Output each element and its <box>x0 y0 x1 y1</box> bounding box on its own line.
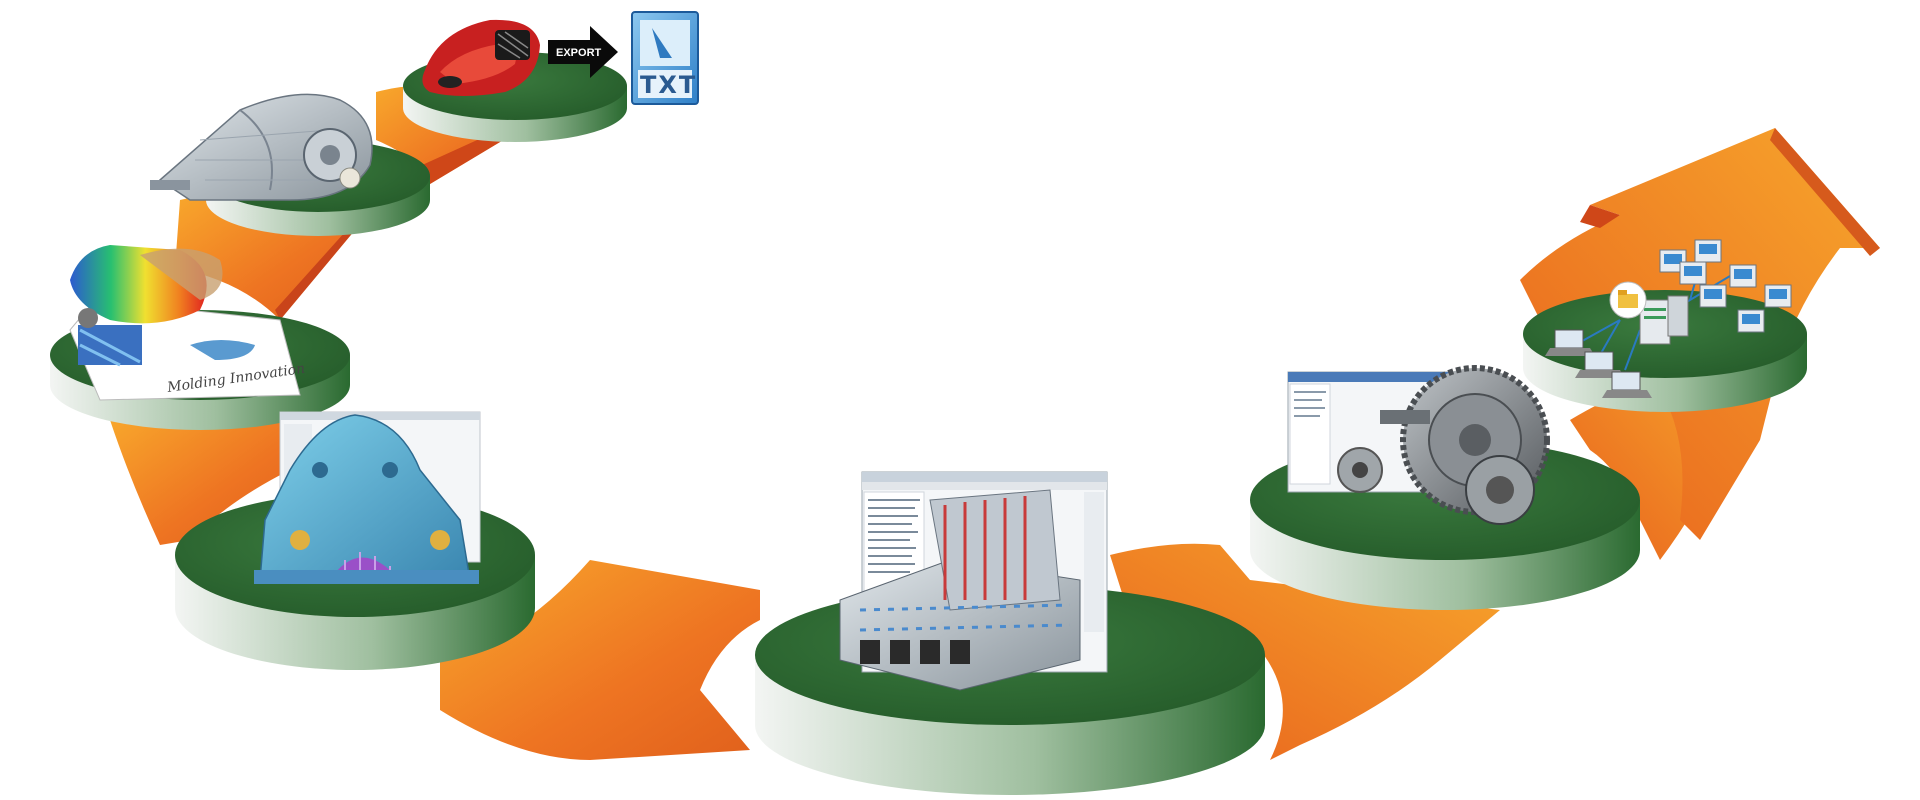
mold-flow-analysis-icon: Molding Innovation <box>69 245 306 401</box>
flow-arrow-5 <box>1110 543 1500 760</box>
server-icon <box>1639 295 1689 345</box>
flow-arrow-3 <box>110 415 290 545</box>
flow-arrow-2 <box>175 194 355 320</box>
gear-differential-icon <box>1287 365 1550 525</box>
network-workstations-icon <box>1545 239 1792 398</box>
blue-bracket-part-icon <box>254 411 481 584</box>
txt-file-icon: TXT <box>631 11 699 105</box>
gearbox-assembly-icon <box>150 93 373 201</box>
laptop-icon <box>1545 329 1652 398</box>
flow-arrow-4 <box>440 560 760 760</box>
export-arrow-icon: EXPORT <box>548 26 618 78</box>
txt-file-label: TXT <box>640 71 697 99</box>
export-label: EXPORT <box>556 47 602 59</box>
folder-icon <box>1609 281 1647 319</box>
mold-base-design-icon <box>839 471 1108 691</box>
red-product-render-icon <box>422 19 540 96</box>
workstation-grid-icon <box>1659 239 1792 333</box>
